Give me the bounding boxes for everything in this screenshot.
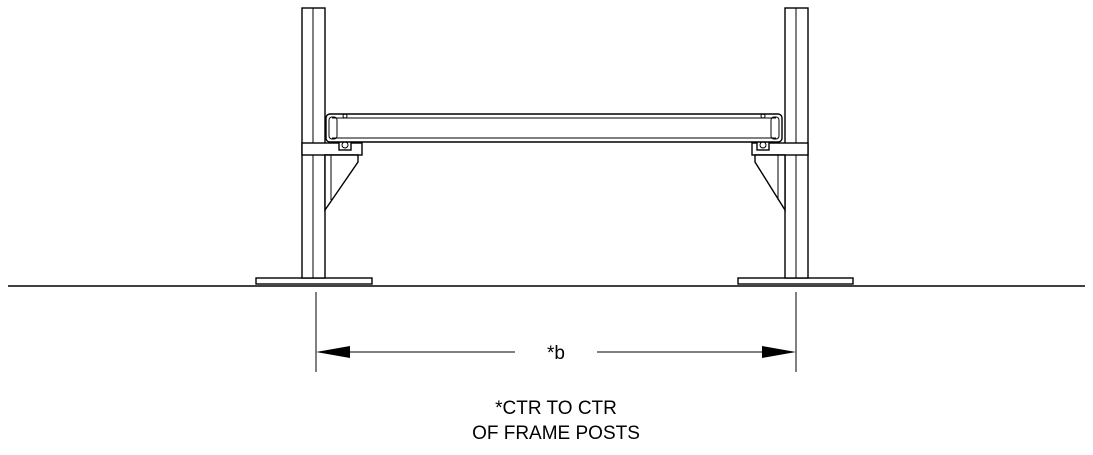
dimension-line xyxy=(316,346,796,358)
right-base-plate xyxy=(737,277,854,285)
left-arrowhead xyxy=(316,346,350,358)
note-line-2: OF FRAME POSTS xyxy=(472,423,640,444)
right-arrowhead xyxy=(762,346,796,358)
right-mount-bracket xyxy=(751,139,809,213)
dimension-label: *b xyxy=(547,343,565,364)
note-line-1: *CTR TO CTR xyxy=(495,398,617,419)
left-base-plate xyxy=(255,277,373,285)
conveyor-bed xyxy=(325,113,783,143)
left-mount-bracket xyxy=(301,139,363,213)
